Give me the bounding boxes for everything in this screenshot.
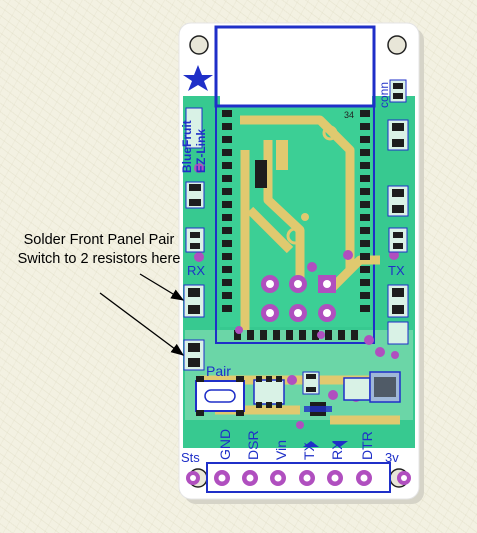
callout-arrow-lower — [99, 292, 185, 356]
pin-label-dtr: DTR — [359, 431, 375, 460]
board-name-line2: EZ-Link — [194, 129, 208, 173]
through-hole-pads — [261, 275, 336, 322]
pin-label-gnd: GND — [217, 429, 233, 460]
callout-annotation: Solder Front Panel Pair Switch to 2 resi… — [17, 232, 181, 267]
via-hole — [266, 309, 274, 317]
module-outline — [215, 105, 375, 344]
v3-label: 3v — [385, 450, 399, 465]
regulator — [253, 379, 285, 405]
left-components — [183, 107, 205, 371]
module-pads-bottom — [234, 330, 358, 340]
lower-ics — [253, 371, 401, 416]
pair-switch-footprint — [195, 376, 245, 416]
right-components — [387, 79, 409, 345]
module-antenna-area — [220, 27, 372, 105]
pin-label-dsr: DSR — [245, 430, 261, 460]
crystal — [343, 377, 371, 401]
via-hole — [323, 280, 331, 288]
tx-arrow-icon — [303, 441, 319, 447]
module-pads-right — [360, 110, 370, 312]
via-hole — [294, 309, 302, 317]
via-hole — [266, 280, 274, 288]
pair-switch-body — [195, 380, 245, 412]
header-outline — [206, 462, 391, 493]
rx-arrow-icon — [332, 441, 348, 447]
board-name-line1: BlueFruit — [180, 120, 194, 173]
pin-label-vin: Vin — [273, 440, 289, 460]
pair-switch-button — [204, 389, 236, 403]
rx-label: RX — [187, 263, 205, 278]
mounting-hole-top-right — [387, 35, 407, 55]
via-ring — [286, 227, 304, 245]
module-pad — [255, 160, 267, 188]
sts-label: Sts — [181, 450, 200, 465]
module-pads-left — [222, 110, 232, 312]
conn-label: conn — [377, 82, 391, 108]
module-pin-label: 34 — [344, 110, 354, 120]
mounting-hole-top-left — [189, 35, 209, 55]
capacitor — [185, 107, 203, 149]
via-dot — [301, 213, 309, 221]
via-hole — [323, 309, 331, 317]
via-ring — [322, 125, 338, 141]
resistor — [387, 321, 409, 345]
header-pins — [186, 470, 411, 486]
star-logo-icon — [183, 65, 213, 91]
trace — [246, 206, 294, 254]
trace — [263, 140, 305, 280]
via-hole — [294, 280, 302, 288]
pair-label: Pair — [206, 363, 231, 379]
callout-arrow-upper — [139, 273, 185, 301]
module-pad — [276, 140, 288, 170]
header-pin-labels: GND DSR Vin TX RX DTR — [217, 429, 375, 460]
tx-label: TX — [388, 263, 405, 278]
